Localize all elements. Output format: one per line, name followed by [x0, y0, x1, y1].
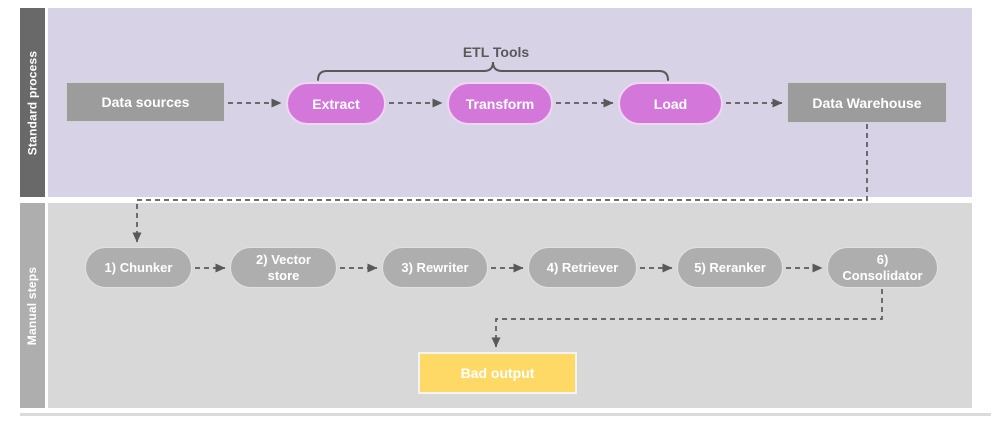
node-transform: Transform: [447, 82, 553, 125]
node-retriever-label: 4) Retriever: [546, 259, 619, 275]
node-data-warehouse: Data Warehouse: [787, 82, 947, 123]
node-reranker: 5) Reranker: [677, 247, 783, 288]
node-vector-store: 2) Vector store: [230, 247, 337, 288]
lane-label-manual-steps: Manual steps: [20, 203, 45, 408]
node-extract: Extract: [286, 82, 386, 125]
node-consolidator: 6) Consolidator: [827, 247, 938, 288]
node-data-sources-label: Data sources: [101, 94, 190, 110]
node-bad-output-label: Bad output: [460, 365, 535, 381]
node-retriever: 4) Retriever: [528, 247, 637, 288]
connector-consolidator-badoutput: [491, 289, 883, 348]
etl-tools-brace: [317, 61, 669, 81]
connector-warehouse-chunker: [132, 124, 868, 243]
node-load: Load: [618, 82, 723, 125]
node-vector-store-label: 2) Vector store: [256, 251, 311, 283]
node-consolidator-label: 6) Consolidator: [842, 251, 923, 283]
node-bad-output: Bad output: [418, 352, 577, 394]
node-rewriter: 3) Rewriter: [382, 247, 488, 288]
node-data-warehouse-label: Data Warehouse: [812, 94, 922, 111]
node-rewriter-label: 3) Rewriter: [401, 259, 469, 275]
node-reranker-label: 5) Reranker: [694, 259, 766, 275]
etl-tools-label: ETL Tools: [462, 44, 530, 60]
lane-label-standard-process: Standard process: [20, 8, 45, 197]
bottom-divider: [20, 413, 991, 416]
node-load-label: Load: [653, 95, 688, 112]
node-data-sources: Data sources: [66, 82, 225, 122]
node-transform-label: Transform: [465, 95, 535, 112]
node-chunker: 1) Chunker: [85, 247, 192, 288]
node-chunker-label: 1) Chunker: [104, 259, 173, 275]
node-extract-label: Extract: [312, 95, 360, 112]
